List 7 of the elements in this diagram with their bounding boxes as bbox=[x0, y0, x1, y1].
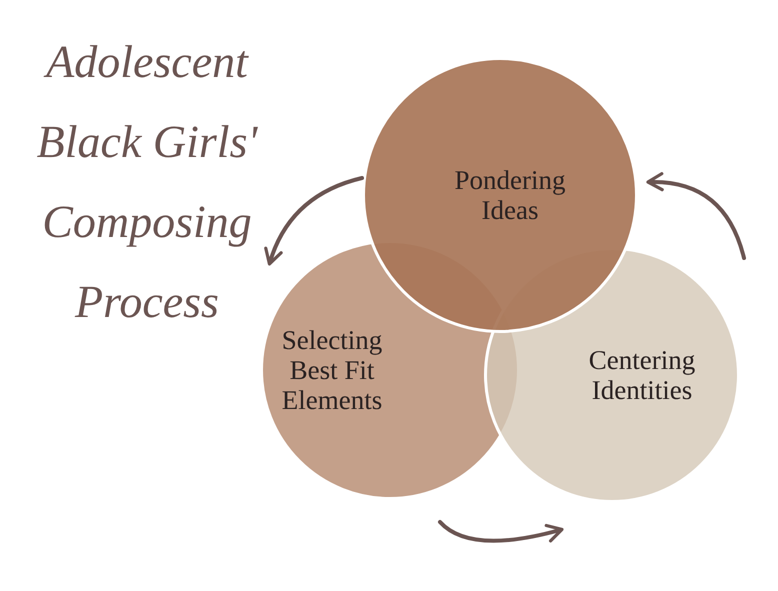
circle-label: Centering Identities bbox=[588, 345, 696, 405]
curved-arrow bbox=[264, 176, 364, 266]
title: Adolescent Black Girls' Composing Process bbox=[36, 35, 259, 329]
circle-label: Selecting Best Fit Elements bbox=[280, 325, 384, 415]
curved-arrow bbox=[438, 520, 564, 543]
curved-arrow bbox=[646, 172, 746, 260]
circle-label: Pondering Ideas bbox=[454, 165, 566, 225]
